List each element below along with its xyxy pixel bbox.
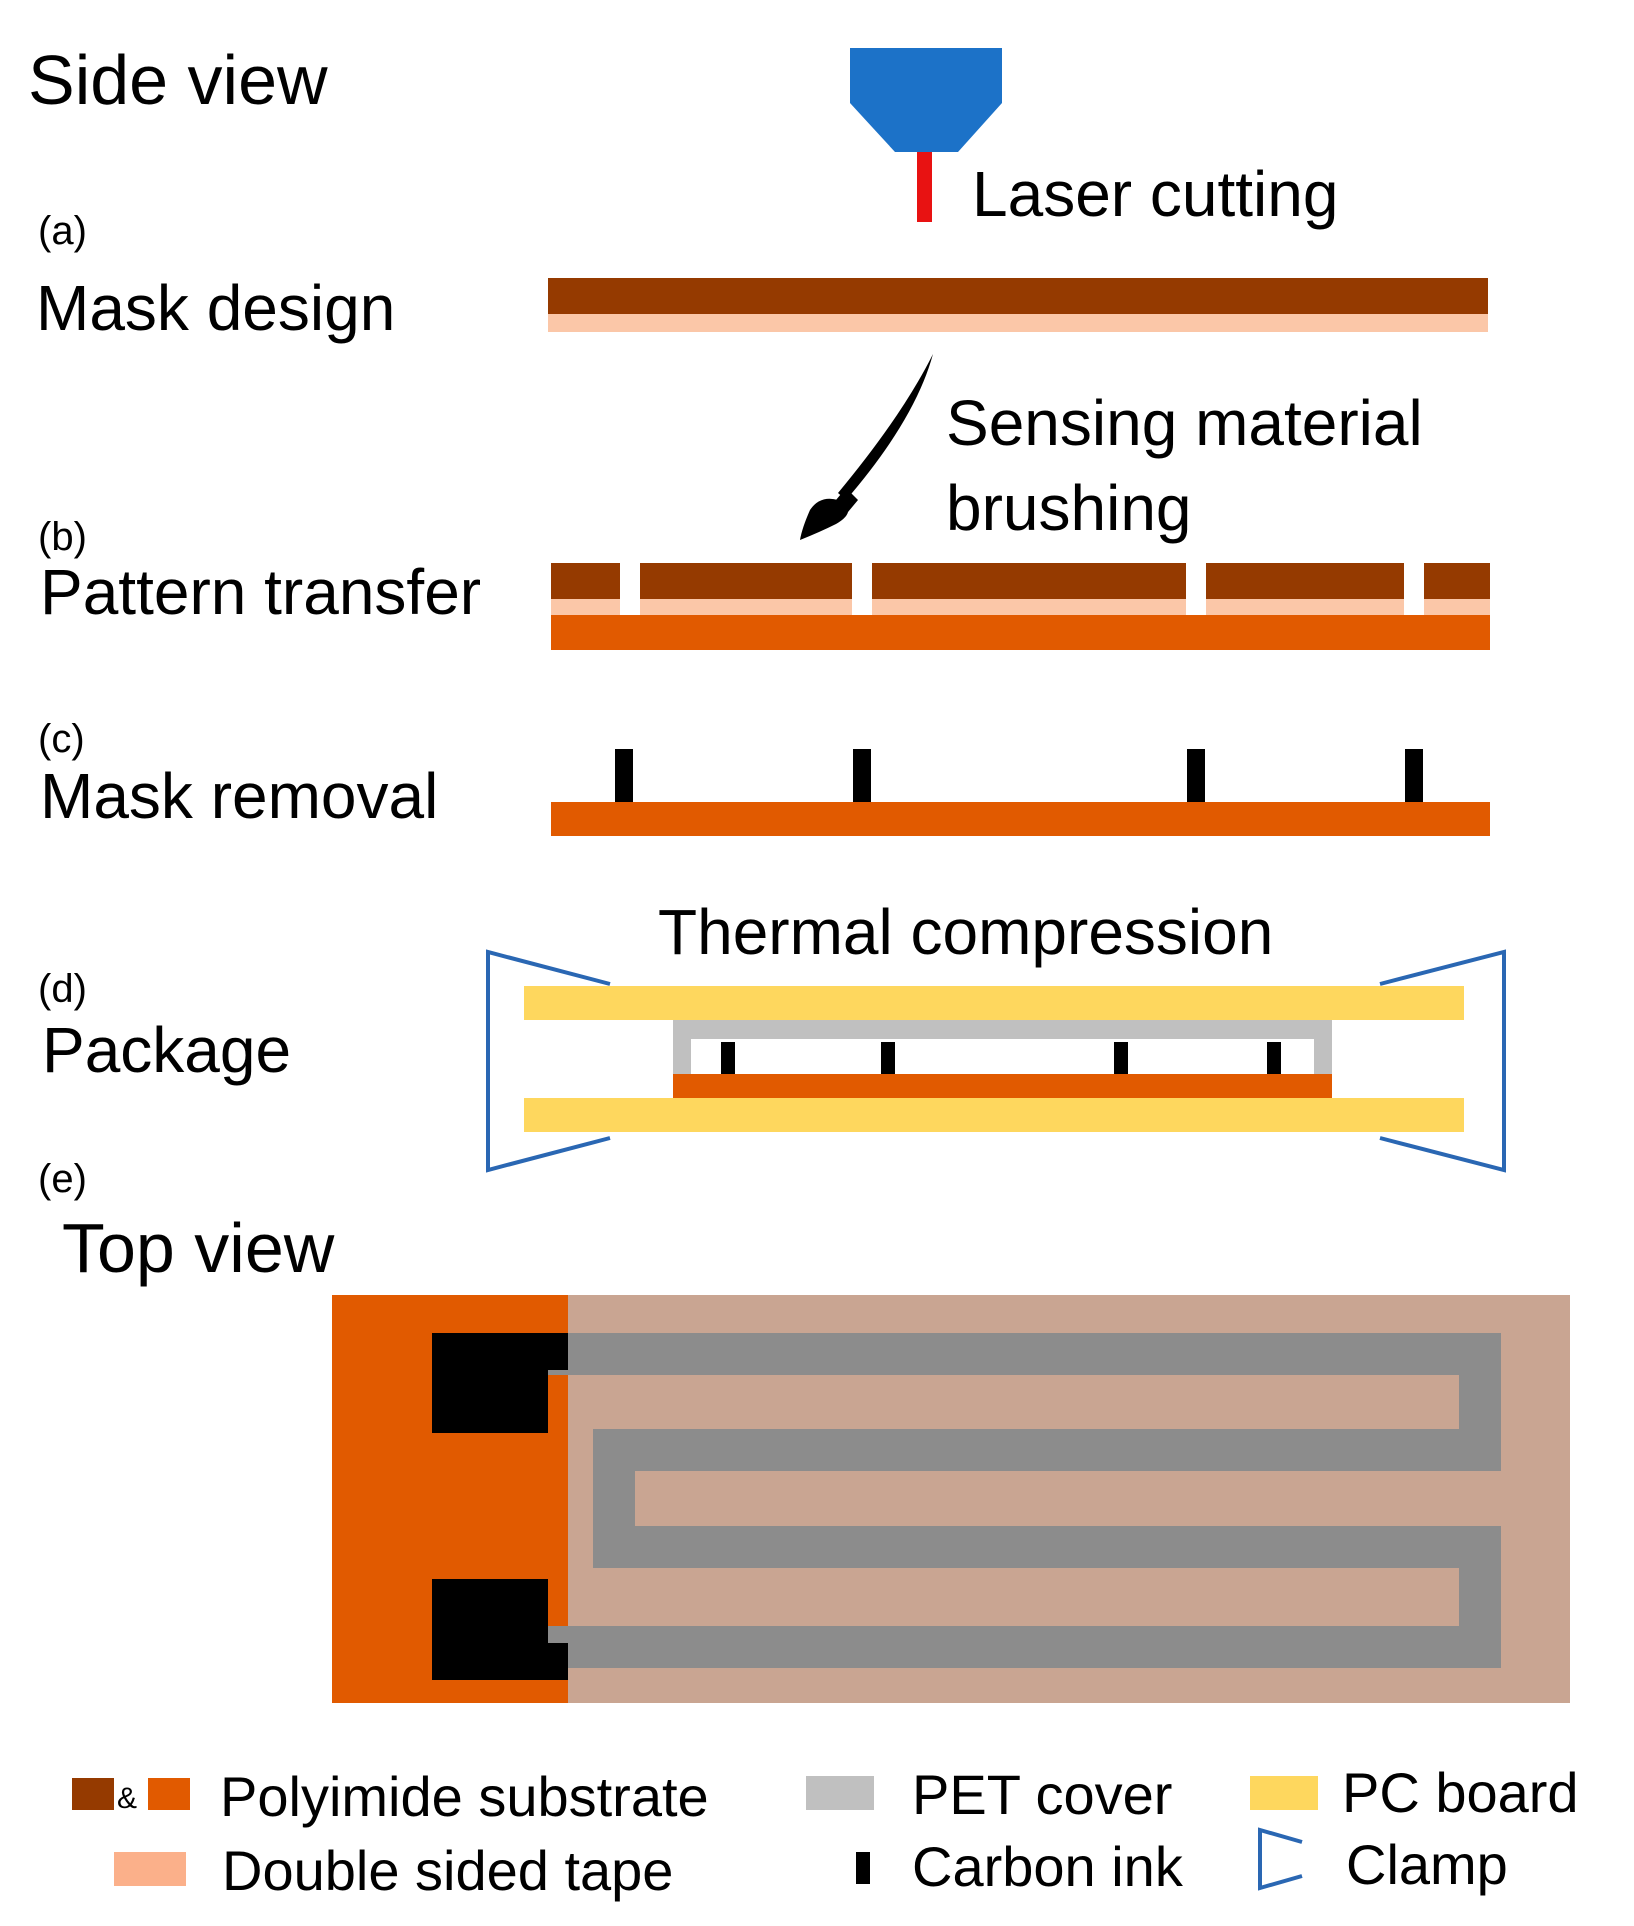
mask-segment-4: [1206, 563, 1404, 599]
carbon-line-2: [853, 749, 871, 802]
substrate-c: [551, 802, 1490, 836]
legend-ampersand: &: [117, 1782, 137, 1815]
thermal-compression-label: Thermal compression: [658, 896, 1273, 968]
pkg-carbon-line-2: [881, 1042, 895, 1074]
clamp-left-icon: [486, 949, 611, 1173]
step-c-label: Mask removal: [40, 760, 438, 832]
carbon-line-4: [1405, 749, 1423, 802]
step-a-label: Mask design: [36, 272, 395, 344]
tape-segment-1: [551, 599, 620, 615]
step-a-tag: (a): [38, 209, 87, 253]
tape-segment-5: [1424, 599, 1490, 615]
laser-beam: [917, 152, 932, 222]
legend-swatch-polyimide-dark: [72, 1778, 114, 1810]
carbon-line-3: [1187, 749, 1205, 802]
mask-polyimide-layer: [548, 278, 1488, 314]
laser-cutting-label: Laser cutting: [972, 158, 1338, 230]
pcb-bottom: [524, 1098, 1464, 1132]
legend-ink-label: Carbon ink: [912, 1835, 1184, 1898]
mask-segment-5: [1424, 563, 1490, 599]
step-d-label: Package: [42, 1014, 291, 1086]
top-electrode-pad: [432, 1333, 568, 1433]
tape-segment-2: [640, 599, 852, 615]
clamp-right-icon: [1379, 949, 1506, 1173]
step-b-tag: (b): [38, 515, 87, 559]
step-b-label: Pattern transfer: [40, 556, 481, 628]
step-c-tag: (c): [38, 717, 85, 761]
step-e-tag: (e): [38, 1157, 87, 1201]
mask-segment-2: [640, 563, 852, 599]
laser-nozzle-icon: [850, 48, 1002, 152]
substrate-d: [673, 1074, 1332, 1098]
legend-swatch-pet: [806, 1776, 874, 1810]
brushing-label-line2: brushing: [946, 472, 1192, 544]
legend: & Polyimide substrate Double sided tape …: [72, 1761, 1579, 1902]
step-d-tag: (d): [38, 967, 87, 1011]
legend-tape-label: Double sided tape: [222, 1839, 673, 1902]
carbon-line-1: [615, 749, 633, 802]
tape-segment-3: [872, 599, 1186, 615]
legend-pet-label: PET cover: [912, 1763, 1172, 1826]
pkg-carbon-line-3: [1114, 1042, 1128, 1074]
legend-pcb-label: PC board: [1342, 1761, 1579, 1824]
pkg-carbon-line-1: [721, 1042, 735, 1074]
pet-cavity: [691, 1039, 1314, 1074]
paintbrush-icon: [800, 354, 933, 540]
mask-segment-3: [872, 563, 1186, 599]
bottom-electrode-pad: [432, 1579, 568, 1680]
legend-polyimide-label: Polyimide substrate: [220, 1765, 709, 1828]
legend-swatch-ink: [856, 1852, 870, 1884]
legend-clamp-icon: [1258, 1827, 1303, 1891]
serpentine-carbon-trace: [548, 1333, 1501, 1668]
top-view-heading: Top view: [62, 1209, 335, 1287]
brushing-label-line1: Sensing material: [946, 387, 1423, 459]
side-view-heading: Side view: [28, 41, 328, 119]
substrate-b: [551, 615, 1490, 650]
top-view-sensor: [332, 1295, 1570, 1703]
mask-tape-layer: [548, 314, 1488, 332]
pcb-top: [524, 986, 1464, 1020]
patterned-mask: [551, 563, 1490, 615]
legend-clamp-label: Clamp: [1346, 1833, 1508, 1896]
pkg-carbon-line-4: [1267, 1042, 1281, 1074]
legend-swatch-polyimide: [148, 1778, 190, 1810]
mask-segment-1: [551, 563, 620, 599]
legend-swatch-tape: [114, 1852, 186, 1886]
tape-segment-4: [1206, 599, 1404, 615]
legend-swatch-pcb: [1250, 1776, 1318, 1810]
